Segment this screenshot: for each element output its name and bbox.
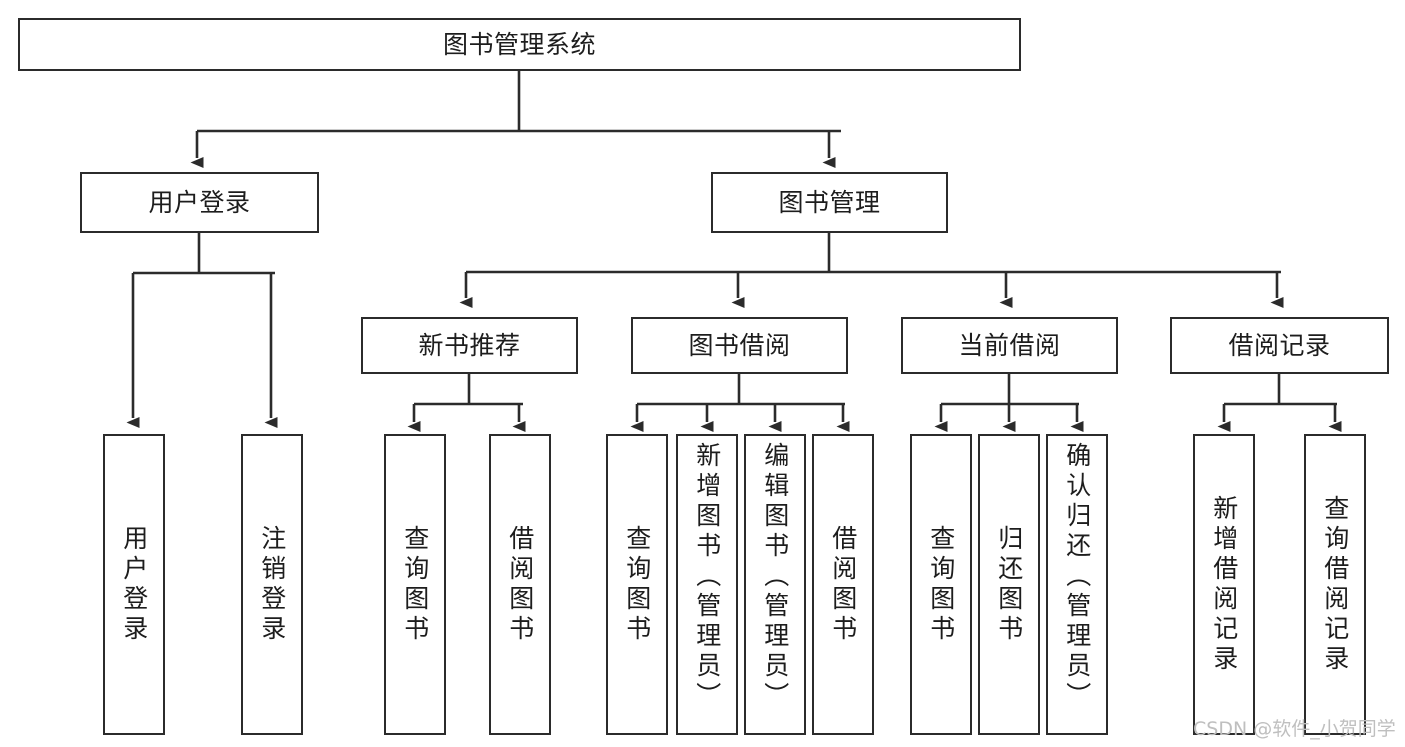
leaf-node-logout[interactable]: 注销登录 xyxy=(241,434,303,735)
leaf-node-query-book-3[interactable]: 查询图书 xyxy=(910,434,972,735)
leaf-node-query-book-1[interactable]: 查询图书 xyxy=(384,434,446,735)
leaf-node-edit-book[interactable]: 编辑图书（管理员） xyxy=(744,434,806,735)
leaf-node-query-book-2[interactable]: 查询图书 xyxy=(606,434,668,735)
leaf-node-borrow-book-2[interactable]: 借阅图书 xyxy=(812,434,874,735)
node-label: 归还图书 xyxy=(994,524,1024,645)
leaf-node-confirm-return[interactable]: 确认归还（管理员） xyxy=(1046,434,1108,735)
node-label: 新增图书（管理员） xyxy=(692,442,722,712)
node-label: 查询图书 xyxy=(400,524,430,645)
node-label: 借阅图书 xyxy=(828,524,858,645)
node-label: 新增借阅记录 xyxy=(1209,494,1239,675)
leaf-node-add-record[interactable]: 新增借阅记录 xyxy=(1193,434,1255,735)
node-label: 借阅图书 xyxy=(505,524,535,645)
node-label: 查询图书 xyxy=(622,524,652,645)
node-label: 编辑图书（管理员） xyxy=(760,442,790,712)
node-label: 新书推荐 xyxy=(418,330,521,360)
node-book-borrow[interactable]: 图书借阅 xyxy=(631,317,848,374)
node-current-borrow[interactable]: 当前借阅 xyxy=(901,317,1118,374)
node-label: 借阅记录 xyxy=(1228,330,1331,360)
node-user-login[interactable]: 用户登录 xyxy=(80,172,319,233)
leaf-node-user-login[interactable]: 用户登录 xyxy=(103,434,165,735)
node-label: 图书管理 xyxy=(778,187,881,217)
node-label: 注销登录 xyxy=(257,524,287,645)
node-new-book-recommend[interactable]: 新书推荐 xyxy=(361,317,578,374)
node-label: 查询借阅记录 xyxy=(1320,494,1350,675)
node-label: 图书管理系统 xyxy=(442,29,596,59)
node-label: 用户登录 xyxy=(119,524,149,645)
watermark-text: CSDN @软件_小贺同学 xyxy=(1193,718,1396,740)
node-label: 用户登录 xyxy=(148,187,251,217)
leaf-node-add-book[interactable]: 新增图书（管理员） xyxy=(676,434,738,735)
leaf-node-query-record[interactable]: 查询借阅记录 xyxy=(1304,434,1366,735)
node-borrow-record[interactable]: 借阅记录 xyxy=(1170,317,1389,374)
node-label: 查询图书 xyxy=(926,524,956,645)
node-book-management[interactable]: 图书管理 xyxy=(711,172,948,233)
node-label: 图书借阅 xyxy=(688,330,791,360)
leaf-node-borrow-book-1[interactable]: 借阅图书 xyxy=(489,434,551,735)
node-root-book-management-system[interactable]: 图书管理系统 xyxy=(18,18,1021,71)
node-label: 确认归还（管理员） xyxy=(1062,442,1092,712)
leaf-node-return-book[interactable]: 归还图书 xyxy=(978,434,1040,735)
node-label: 当前借阅 xyxy=(958,330,1061,360)
